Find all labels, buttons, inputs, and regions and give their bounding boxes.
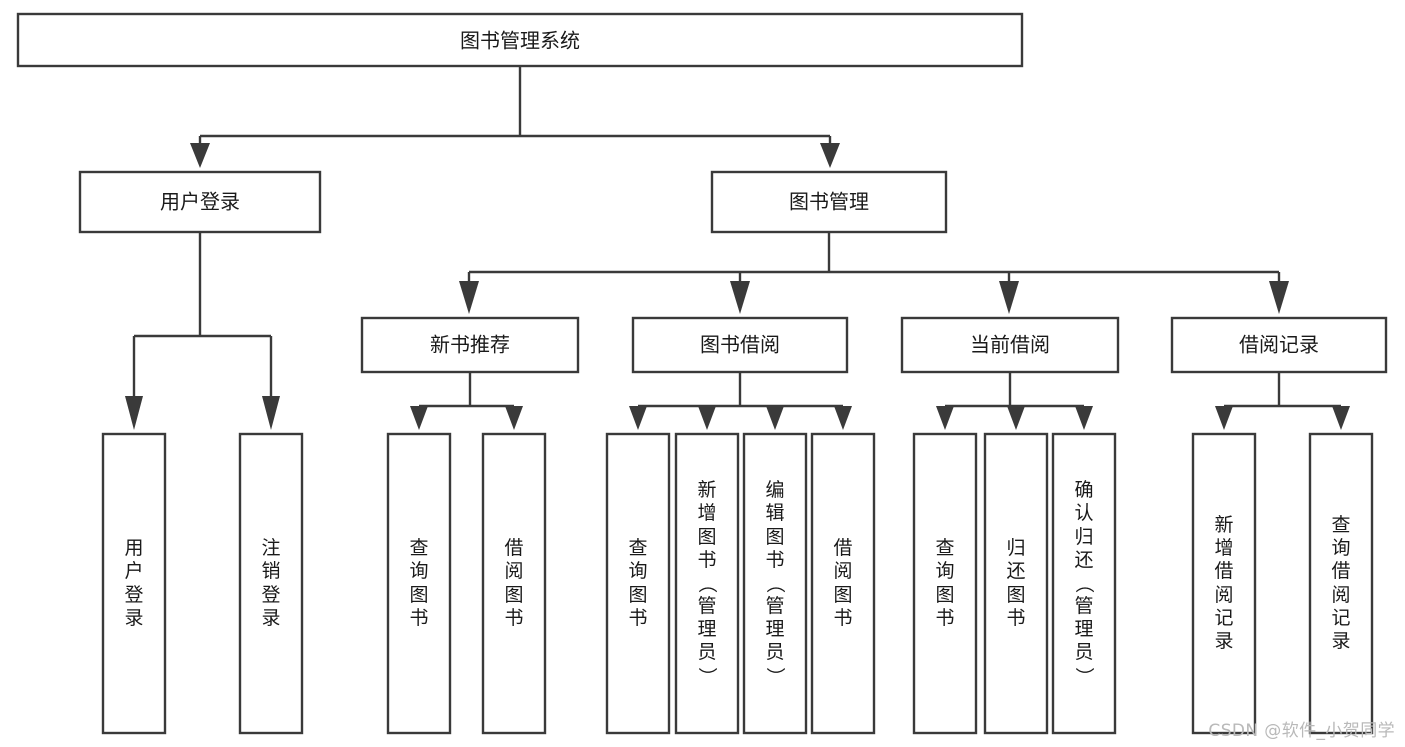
node-leaf-logout-box[interactable]	[238, 432, 304, 735]
node-leaf-return-book-box[interactable]	[983, 432, 1049, 735]
arrowhead-leaf-add-book	[698, 406, 716, 430]
node-current-borrow-box[interactable]	[900, 316, 1120, 374]
node-borrow-record-box[interactable]	[1170, 316, 1388, 374]
node-root[interactable]: 图书管理系统	[16, 12, 1024, 68]
arrowhead-book-borrow	[730, 281, 750, 314]
node-leaf-query-record-box[interactable]	[1308, 432, 1374, 735]
arrowhead-current-borrow	[999, 281, 1019, 314]
arrowhead-borrow-record	[1269, 281, 1289, 314]
node-book-borrow-box[interactable]	[631, 316, 849, 374]
node-leaf-query-book-2-box[interactable]	[605, 432, 671, 735]
arrowhead-leaf-edit-book	[766, 406, 784, 430]
arrowhead-user-login	[190, 143, 210, 168]
node-book-manage-label: 图书管理	[789, 190, 869, 214]
arrowhead-leaf-logout	[262, 396, 280, 430]
node-user-login-label: 用户登录	[160, 190, 240, 214]
node-leaf-add-record-box[interactable]	[1191, 432, 1257, 735]
arrowhead-new-book-recommend	[459, 281, 479, 314]
arrowhead-leaf-return-book	[1007, 406, 1025, 430]
node-book-manage-box[interactable]	[710, 170, 948, 234]
node-leaf-borrow-book-2-box[interactable]	[810, 432, 876, 735]
node-leaf-borrow-book-1-box[interactable]	[481, 432, 547, 735]
arrowhead-leaf-query-book-2	[629, 406, 647, 430]
arrowhead-leaf-borrow-book-1	[505, 406, 523, 430]
arrowhead-leaf-add-record	[1215, 406, 1233, 430]
node-book-manage[interactable]: 图书管理	[710, 170, 948, 234]
arrowhead-book-manage	[820, 143, 840, 168]
arrowhead-leaf-confirm-return	[1075, 406, 1093, 430]
node-borrow-record-label: 借阅记录	[1239, 333, 1319, 357]
node-new-book-recommend[interactable]: 新书推荐	[360, 316, 580, 374]
node-current-borrow-label: 当前借阅	[970, 333, 1050, 357]
node-leaf-query-book-3-box[interactable]	[912, 432, 978, 735]
node-book-borrow-label: 图书借阅	[700, 333, 780, 357]
node-user-login-box[interactable]	[78, 170, 322, 234]
arrowhead-leaf-borrow-book-2	[834, 406, 852, 430]
node-user-login[interactable]: 用户登录	[78, 170, 322, 234]
node-root-label: 图书管理系统	[460, 29, 580, 53]
node-book-borrow[interactable]: 图书借阅	[631, 316, 849, 374]
node-new-book-recommend-box[interactable]	[360, 316, 580, 374]
node-leaf-confirm-return-box[interactable]	[1051, 432, 1117, 735]
node-new-book-recommend-label: 新书推荐	[430, 333, 510, 357]
arrowhead-leaf-query-book-3	[936, 406, 954, 430]
node-borrow-record[interactable]: 借阅记录	[1170, 316, 1388, 374]
arrowhead-leaf-user-login	[125, 396, 143, 430]
node-current-borrow[interactable]: 当前借阅	[900, 316, 1120, 374]
connector-group	[125, 66, 1350, 430]
node-leaf-query-book-1-box[interactable]	[386, 432, 452, 735]
arrowhead-leaf-query-record	[1332, 406, 1350, 430]
leaf-box-group	[101, 432, 1374, 735]
node-leaf-user-login-box[interactable]	[101, 432, 167, 735]
node-root-box[interactable]	[16, 12, 1024, 68]
node-leaf-edit-book-box[interactable]	[742, 432, 808, 735]
arrowhead-leaf-query-book-1	[410, 406, 428, 430]
node-leaf-add-book-box[interactable]	[674, 432, 740, 735]
